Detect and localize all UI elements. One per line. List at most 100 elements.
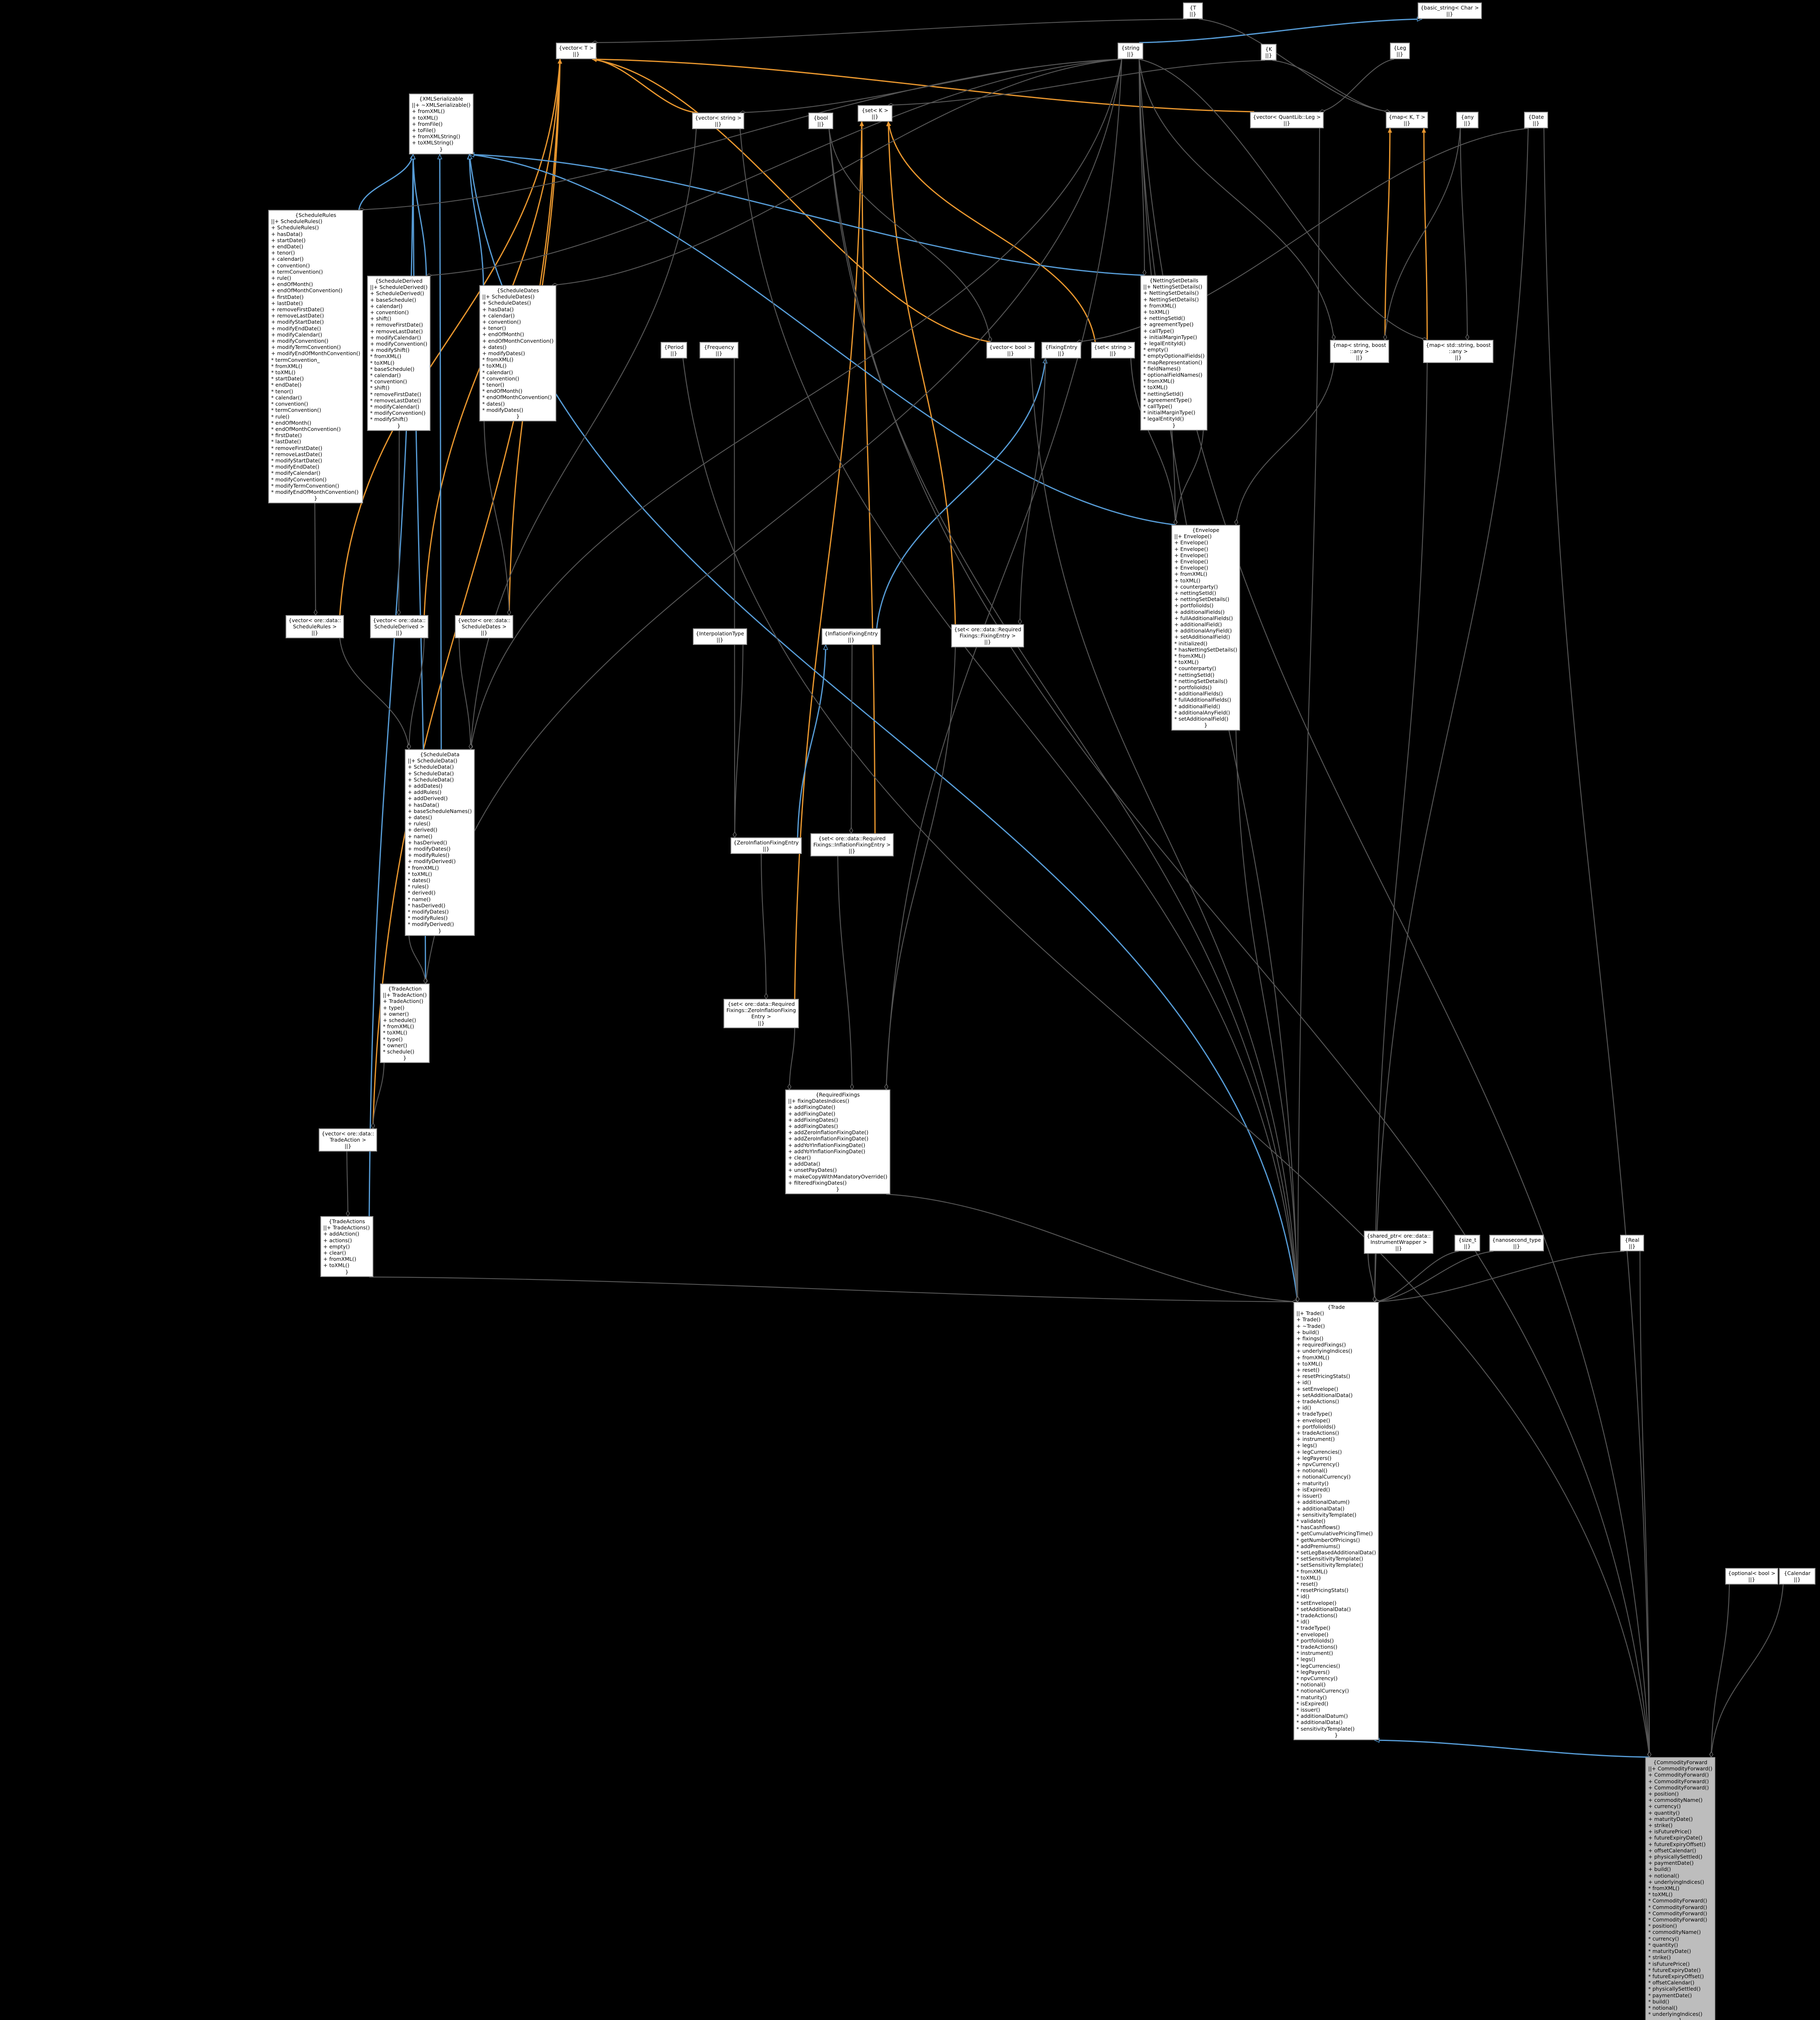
class-member: + addFixingDates() xyxy=(788,1116,838,1123)
class-title: {vector< QuantLib::Leg > xyxy=(1253,114,1321,120)
class-member: + isFuturePrice() xyxy=(1648,1828,1692,1835)
class-node-XMLSerializable[interactable]: {XMLSerializable||+ ~XMLSerializable()+ … xyxy=(409,94,474,154)
class-member: * hasNettingSetDetails() xyxy=(1174,646,1238,653)
class-node-vector-bool[interactable]: {vector< bool >||} xyxy=(986,342,1035,359)
class-member: + fromXML() xyxy=(1143,302,1176,309)
class-title: {Trade xyxy=(1327,1304,1345,1310)
class-title: {vector< bool > xyxy=(989,344,1032,350)
class-member: * addPremiums() xyxy=(1296,1543,1340,1549)
class-node-set-K[interactable]: {set< K >||} xyxy=(858,105,892,122)
edge-CommodityForward-to-Trade xyxy=(1375,1740,1650,1758)
class-node-string[interactable]: {string||} xyxy=(1118,43,1143,60)
class-node-InterpolationType[interactable]: {InterpolationType||} xyxy=(693,628,747,645)
class-node-K[interactable]: {K||} xyxy=(1261,44,1277,61)
class-node-vector-schedulerules[interactable]: {vector< ore::data::ScheduleRules >||} xyxy=(286,615,344,638)
edge-set-fixingentry-to-RequiredFixings xyxy=(886,647,956,1089)
class-member: + addData() xyxy=(788,1161,820,1167)
class-title: {Date xyxy=(1528,114,1544,120)
class-member: + maturityDate() xyxy=(1648,1816,1693,1822)
class-node-basic-string-char[interactable]: {basic_string< Char >||} xyxy=(1418,2,1482,19)
class-member: * initialMarginType() xyxy=(1143,409,1195,416)
class-node-Frequency[interactable]: {Frequency||} xyxy=(700,342,738,359)
class-title: {string xyxy=(1121,45,1140,51)
class-node-CommodityForward[interactable]: {CommodityForward||+ CommodityForward()+… xyxy=(1645,1757,1715,2020)
class-node-nanosecond-type[interactable]: {nanosecond_type||} xyxy=(1489,1235,1544,1252)
class-node-Trade[interactable]: {Trade||+ Trade()+ Trade()+ ~Trade()+ bu… xyxy=(1293,1302,1379,1741)
class-member: * schedule() xyxy=(383,1048,414,1055)
class-member: * tenor() xyxy=(482,382,505,388)
class-member: * endOfMonthConvention() xyxy=(482,394,552,401)
class-node-Period[interactable]: {Period||} xyxy=(661,342,687,359)
class-title: {Envelope xyxy=(1192,527,1219,533)
edge-vector-string-to-ScheduleData xyxy=(471,129,697,749)
class-member: + sensitivityTemplate() xyxy=(1296,1511,1356,1518)
class-node-ScheduleData[interactable]: {ScheduleData||+ ScheduleData()+ Schedul… xyxy=(405,749,475,936)
class-member: ||} xyxy=(1007,350,1014,357)
class-member: + counterparty() xyxy=(1174,583,1218,590)
class-node-FixingEntry[interactable]: {FixingEntry||} xyxy=(1041,342,1081,359)
class-node-map-stdstring-boost-any[interactable]: {map< std::string, boost::any >||} xyxy=(1423,340,1494,363)
edge-optional-bool-to-CommodityForward xyxy=(1711,1584,1730,1757)
class-member: + additionalFields() xyxy=(1174,608,1225,615)
class-node-ScheduleRules[interactable]: {ScheduleRules||+ ScheduleRules()+ Sched… xyxy=(268,210,363,504)
class-member: * fieldNames() xyxy=(1143,365,1181,372)
class-node-Real[interactable]: {Real||} xyxy=(1620,1235,1644,1252)
class-member: + calendar() xyxy=(271,256,304,262)
class-node-shared-ptr-instrumentwrapper[interactable]: {shared_ptr< ore::data::InstrumentWrappe… xyxy=(1364,1231,1434,1254)
class-node-TradeActions[interactable]: {TradeActions||+ TradeActions()+ addActi… xyxy=(320,1216,373,1277)
class-node-ScheduleDerived[interactable]: {ScheduleDerived||+ ScheduleDerived()+ S… xyxy=(367,276,431,431)
class-node-Date[interactable]: {Date||} xyxy=(1524,112,1548,129)
class-member: ||} xyxy=(311,630,318,636)
class-member: + fromXMLString() xyxy=(412,133,460,140)
class-title: {K xyxy=(1265,46,1272,52)
class-node-NettingSetDetails[interactable]: {NettingSetDetails||+ NettingSetDetails(… xyxy=(1140,275,1208,430)
class-member: + toFile() xyxy=(412,127,436,134)
class-node-any[interactable]: {any||} xyxy=(1456,112,1479,129)
class-member: * setSensitivityTemplate() xyxy=(1296,1562,1363,1568)
class-node-T[interactable]: {T||} xyxy=(1183,2,1203,19)
class-node-bool[interactable]: {bool||} xyxy=(808,113,833,130)
class-member: * futureExpiryOffset() xyxy=(1648,1973,1704,1979)
class-member: * getNumberOfPricings() xyxy=(1296,1537,1360,1543)
class-node-Envelope[interactable]: {Envelope||+ Envelope()+ Envelope()+ Env… xyxy=(1171,525,1241,731)
class-member: * paymentDate() xyxy=(1648,1992,1692,1998)
edge-string-to-ScheduleDates xyxy=(552,58,1122,285)
class-node-map-string-boost-any[interactable]: {map< string, boost::any >||} xyxy=(1330,340,1389,363)
class-node-size-t[interactable]: {size_t||} xyxy=(1455,1235,1480,1252)
class-node-optional-bool[interactable]: {optional< bool >||} xyxy=(1725,1568,1779,1585)
class-member: + id() xyxy=(1296,1404,1311,1411)
class-member: + CommodityForward() xyxy=(1648,1772,1709,1778)
class-title: {vector< ore::data:: xyxy=(289,617,341,623)
class-member: ||} xyxy=(716,637,724,643)
class-member: + futureExpiryDate() xyxy=(1648,1835,1703,1841)
edge-Frequency-to-ZeroInflationFixingEntry xyxy=(734,358,735,837)
class-node-TradeAction[interactable]: {TradeAction||+ TradeAction()+ TradeActi… xyxy=(380,984,430,1063)
class-node-vector-T[interactable]: {vector< T >||} xyxy=(556,43,597,60)
class-member: + addFixingDates() xyxy=(788,1123,838,1130)
class-title: {InterpolationType xyxy=(696,630,744,637)
class-node-InflationFixingEntry[interactable]: {InflationFixingEntry||} xyxy=(822,628,881,645)
class-node-vector-quantlib-leg[interactable]: {vector< QuantLib::Leg >||} xyxy=(1250,112,1324,129)
class-member: + underlyingIndices() xyxy=(1296,1348,1353,1354)
class-node-vector-scheduledates[interactable]: {vector< ore::data::ScheduleDates >||} xyxy=(455,615,514,638)
class-node-set-string[interactable]: {set< string >||} xyxy=(1091,342,1135,359)
class-node-vector-schedulederived[interactable]: {vector< ore::data::ScheduleDerived >||} xyxy=(370,615,429,638)
class-node-ScheduleDates[interactable]: {ScheduleDates||+ ScheduleDates()+ Sched… xyxy=(479,285,557,422)
class-node-vector-string[interactable]: {vector< string >||} xyxy=(692,113,745,130)
class-node-ZeroInflationFixingEntry[interactable]: {ZeroInflationFixingEntry||} xyxy=(731,837,802,854)
class-member: + addAction() xyxy=(323,1231,359,1237)
edge-string-to-ScheduleDerived xyxy=(426,58,1122,276)
class-member: * getCumulativePricingTime() xyxy=(1296,1530,1373,1537)
class-member: * fromXML() xyxy=(383,1023,414,1030)
class-member: + makeCopyWithMandatoryOverride() xyxy=(788,1173,887,1180)
class-node-RequiredFixings[interactable]: {RequiredFixings||+ fixingDatesIndices()… xyxy=(785,1089,890,1195)
class-node-Calendar[interactable]: {Calendar||} xyxy=(1779,1568,1815,1585)
class-node-vector-tradeaction[interactable]: {vector< ore::data::TradeAction >||} xyxy=(319,1128,377,1152)
class-member: * counterparty() xyxy=(1174,665,1217,672)
class-node-Leg[interactable]: {Leg||} xyxy=(1390,43,1410,60)
class-member: + hasDerived() xyxy=(408,839,447,846)
class-node-map-K-T[interactable]: {map< K, T >||} xyxy=(1386,112,1428,129)
